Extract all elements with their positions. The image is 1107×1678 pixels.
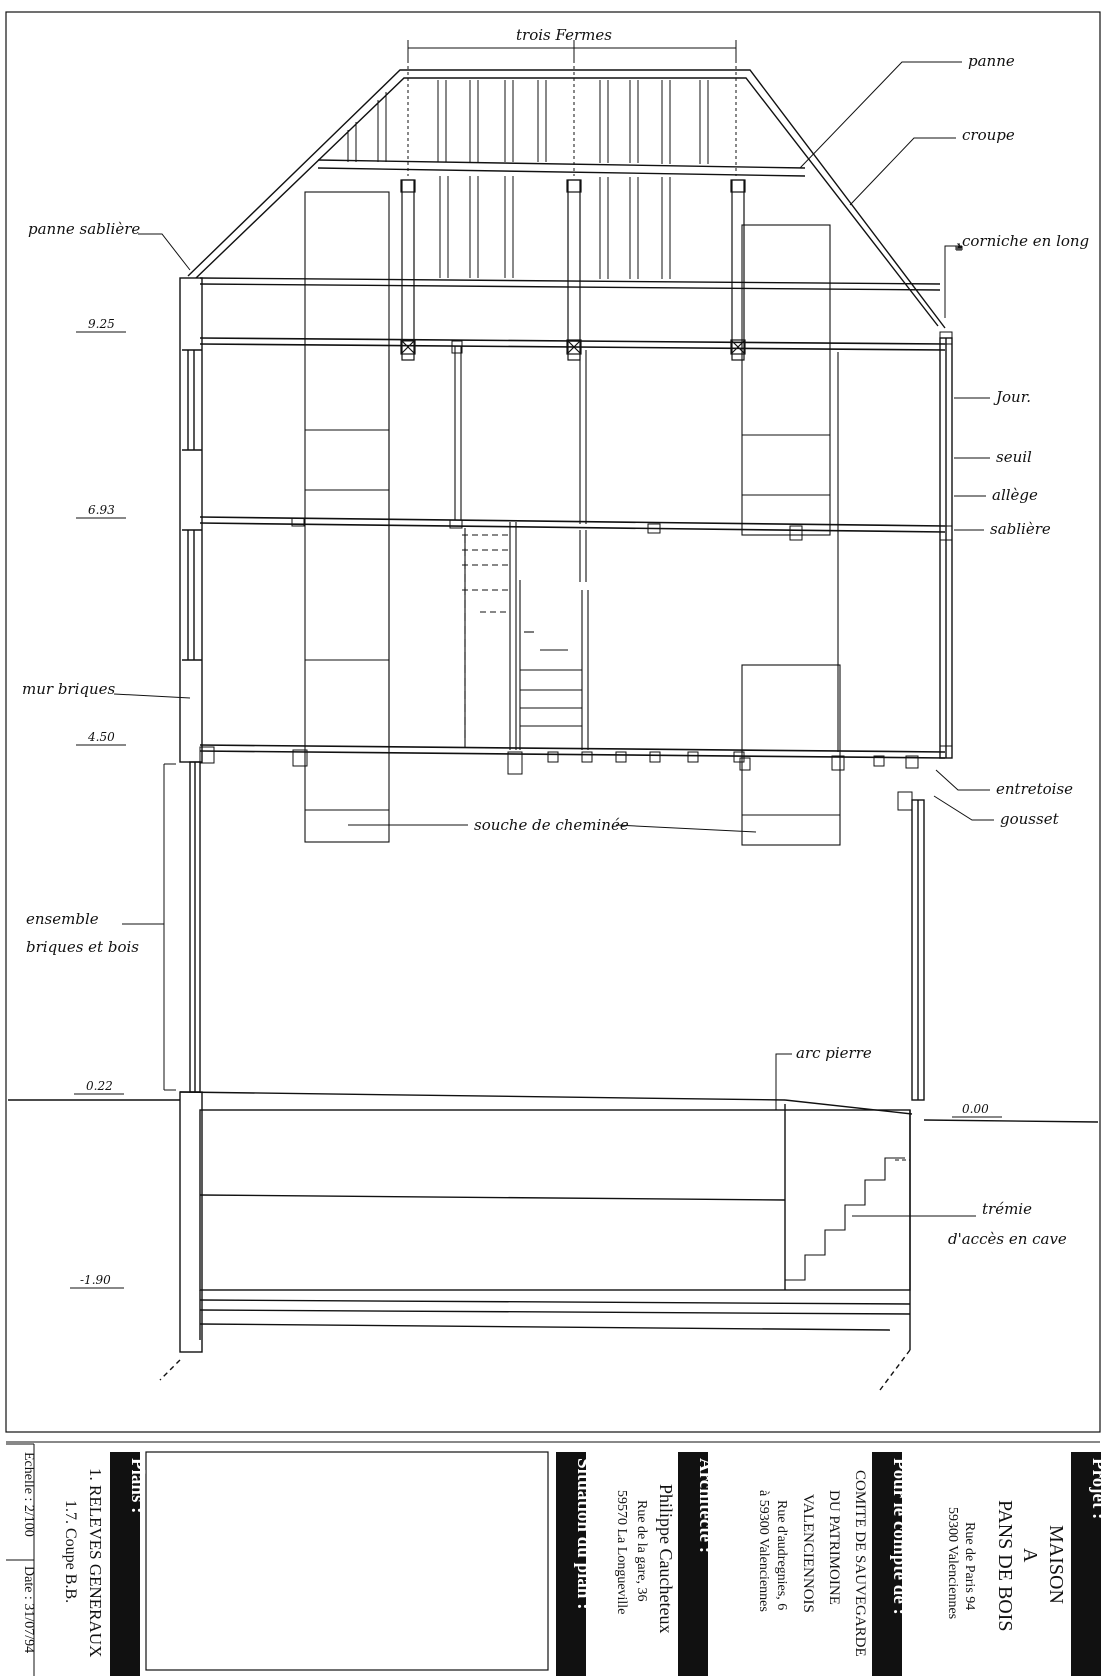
projet-addr2: 59300 Valenciennes	[945, 1507, 960, 1619]
label-croupe: croupe	[962, 126, 1015, 144]
architecte-name: Philippe Caucheteux	[656, 1484, 676, 1633]
plans-bar	[110, 1452, 140, 1676]
roof-rafters	[347, 80, 709, 279]
level-925: 9.25	[88, 317, 115, 331]
projet-line2: A	[1019, 1548, 1041, 1563]
situation-map-box	[145, 1451, 549, 1671]
compte-addr1: Rue d'audregnies, 6	[774, 1500, 789, 1610]
projet-addr1: Rue de Paris 94	[962, 1522, 977, 1610]
situation-label: Situation du plan :	[573, 1458, 594, 1610]
date: Date : 31/07/94	[21, 1566, 36, 1653]
architecte-bar	[678, 1452, 708, 1676]
label-souche-de-cheminee: souche de cheminée	[474, 816, 629, 834]
ground-and-cellar	[8, 1091, 1099, 1391]
floors	[199, 337, 946, 759]
projet-label: Projet :	[1088, 1458, 1107, 1519]
label-mur-briques: mur briques	[22, 680, 116, 698]
staircase	[462, 534, 582, 740]
level-693: 6.93	[88, 503, 115, 517]
level-022: 0.22	[86, 1079, 113, 1093]
label-entretoise: entretoise	[996, 780, 1073, 798]
compte-line2: DU PATRIMOINE	[826, 1490, 842, 1605]
situation-bar	[556, 1452, 586, 1676]
level-000: 0.00	[962, 1102, 989, 1116]
projet-line3: PANS DE BOIS	[994, 1500, 1016, 1632]
projet-bar	[1071, 1452, 1101, 1676]
drawing-frame	[5, 11, 1101, 1433]
label-seuil: seuil	[996, 448, 1032, 466]
label-sabliere: sablière	[990, 520, 1051, 538]
label-jour: Jour.	[993, 388, 1031, 406]
level-m190: -1.90	[80, 1273, 111, 1287]
walls	[179, 277, 953, 1101]
partitions	[388, 346, 839, 752]
level-450: 4.50	[87, 730, 115, 744]
echelle: Echelle : 2/100	[21, 1452, 36, 1537]
plans-line1: 1. RELEVES GENERAUX	[86, 1468, 105, 1657]
architecte-addr2: 59570 La Longueville	[614, 1490, 629, 1614]
label-tremie-line2: d'accès en cave	[948, 1230, 1067, 1248]
plans-line2: 1.7. Coupe B.B.	[62, 1500, 79, 1603]
title-block: Projet : MAISON A PANS DE BOIS Rue de Pa…	[6, 1441, 1107, 1676]
label-tremie-line1: trémie	[982, 1200, 1032, 1218]
cellar-stairs	[785, 1157, 910, 1281]
label-trois-fermes: trois Fermes	[516, 26, 612, 44]
compte-bar	[872, 1452, 902, 1676]
projet-line1: MAISON	[1045, 1525, 1067, 1604]
floor-beams	[199, 331, 953, 811]
label-corniche-en-long: corniche en long	[962, 232, 1089, 250]
compte-addr2: à 59300 Valenciennes	[756, 1490, 771, 1612]
label-panne-sabliere: panne sablière	[28, 220, 140, 238]
compte-line3: VALENCIENNOIS	[800, 1494, 816, 1613]
label-panne: panne	[968, 52, 1015, 70]
architecte-addr1: Rue de la gare, 36	[634, 1500, 649, 1601]
plans-label: Plans :	[127, 1458, 148, 1513]
label-allege: allège	[992, 486, 1038, 504]
trusses	[400, 179, 746, 361]
level-markers: 9.25 6.93 4.50 0.22 0.00 -1.90	[70, 317, 1002, 1289]
roof	[187, 69, 946, 329]
compte-label: Pour le compte de :	[889, 1458, 910, 1615]
architecte-label: Architecte :	[695, 1458, 716, 1553]
label-arc-pierre: arc pierre	[796, 1044, 872, 1062]
label-gousset: gousset	[1000, 810, 1060, 828]
label-ensemble-line1: ensemble	[26, 910, 99, 928]
compte-line1: COMITE DE SAUVEGARDE	[852, 1470, 868, 1657]
annotations: trois Fermes panne croupe panne sablière…	[22, 26, 1089, 1248]
label-ensemble-line2: briques et bois	[26, 938, 139, 956]
